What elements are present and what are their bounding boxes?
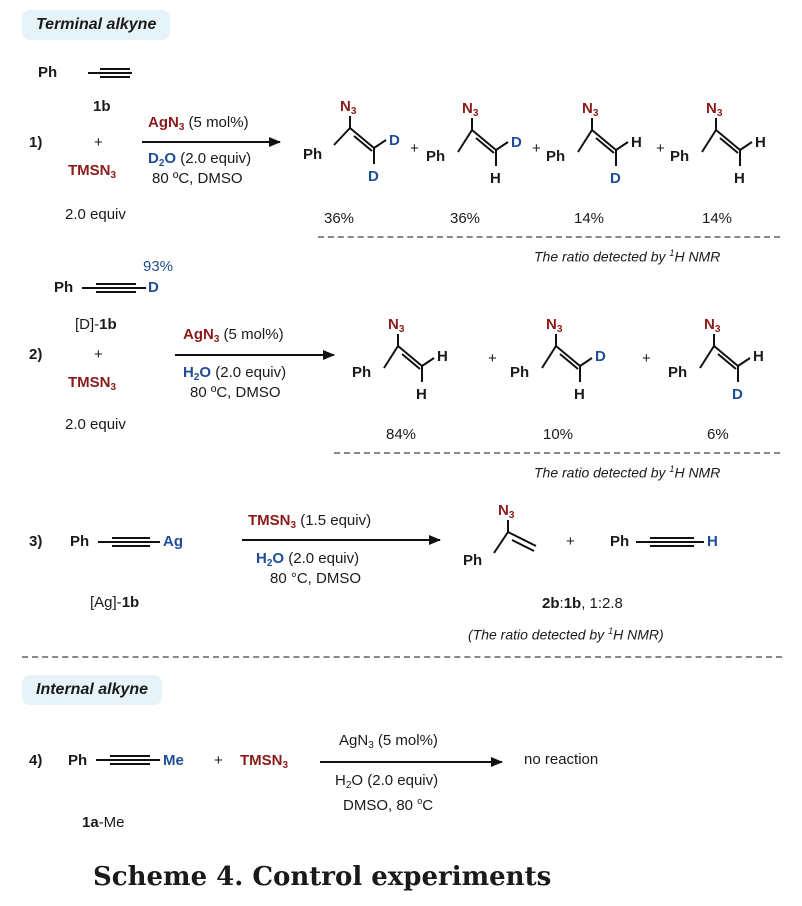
r1-sm-label: 1b	[93, 98, 111, 115]
r2-catalyst: AgN3 (5 mol%)	[183, 326, 284, 345]
scheme-caption: Scheme 4. Control experiments	[93, 862, 552, 892]
r2-equiv: 2.0 equiv	[65, 416, 126, 433]
r2-p1-ph: Ph	[352, 364, 372, 381]
r1-nmr-note: The ratio detected by 1H NMR	[534, 248, 721, 265]
r2-plus: +	[94, 346, 103, 363]
r3-p1-ph: Ph	[463, 552, 483, 569]
r3-number: 3)	[29, 533, 43, 550]
r2-sm-label: [D]-1b	[75, 316, 117, 333]
r4-solvent: H2O (2.0 equiv)	[335, 772, 439, 791]
r1-plus: +	[94, 134, 103, 151]
r1-p1-ph: Ph	[303, 146, 323, 163]
r2-p3-n3: N3	[704, 316, 721, 335]
r1-conditions: 80 ºC, DMSO	[152, 170, 243, 187]
r1-p1-d-top: D	[389, 132, 400, 149]
r1-p4-h-top: H	[755, 134, 766, 151]
r4-alkyne-ph: Ph	[68, 752, 88, 769]
r4-number: 4)	[29, 752, 43, 769]
r2-p1-h-bottom: H	[416, 386, 427, 403]
r2-nmr-note: The ratio detected by 1H NMR	[534, 464, 721, 481]
r4-catalyst: AgN3 (5 mol%)	[339, 732, 438, 751]
r1-number: 1)	[29, 134, 43, 151]
r2-p2-d: D	[595, 348, 606, 365]
r3-plus: +	[566, 533, 575, 550]
r1-p3-h: H	[631, 134, 642, 151]
r1-alkyne-ph: Ph	[38, 64, 58, 81]
r3-nmr-note: (The ratio detected by 1H NMR)	[468, 626, 664, 643]
terminal-alkyne-tag: Terminal alkyne	[22, 10, 171, 40]
r2-conditions: 80 ºC, DMSO	[190, 384, 281, 401]
r1-plus-3: +	[656, 140, 665, 157]
r2-p2-ph: Ph	[510, 364, 530, 381]
r1-p4-ph: Ph	[670, 148, 690, 165]
r3-alkyne-ag: Ag	[163, 533, 183, 550]
r3-conditions: 80 °C, DMSO	[270, 570, 362, 587]
r2-p1-h-top: H	[437, 348, 448, 365]
r3-ratio: 2b:1b, 1:2.8	[542, 595, 623, 612]
r1-equiv: 2.0 equiv	[65, 206, 126, 223]
r1-p2-d: D	[511, 134, 522, 151]
r4-conditions: DMSO, 80 oC	[343, 796, 434, 814]
r1-p2-h: H	[490, 170, 501, 187]
r4-sm-label: 1a-Me	[82, 814, 125, 831]
r1-percent-3: 14%	[574, 210, 605, 227]
r2-p3-h: H	[753, 348, 764, 365]
r1-divider	[318, 236, 780, 238]
r1-p1-d-bottom: D	[368, 168, 379, 185]
r3-solvent-h2o: H2O (2.0 equiv)	[256, 550, 360, 569]
r1-p4-n3: N3	[706, 100, 723, 119]
r3-p1-n3: N3	[498, 502, 515, 521]
r2-alkyne-ph: Ph	[54, 279, 74, 296]
internal-alkyne-tag: Internal alkyne	[22, 675, 163, 705]
r4-alkyne-me: Me	[163, 752, 184, 769]
r2-divider	[334, 452, 780, 454]
r2-plus-2: +	[642, 350, 651, 367]
r3-p2-ph: Ph	[610, 533, 630, 550]
r1-p3-ph: Ph	[546, 148, 566, 165]
r2-plus-1: +	[488, 350, 497, 367]
r2-d-percent: 93%	[143, 258, 174, 275]
r2-p3-d: D	[732, 386, 743, 403]
r1-reagent-tmsn3: TMSN3	[68, 162, 117, 181]
r1-percent-2: 36%	[450, 210, 481, 227]
r3-p2-h: H	[707, 533, 718, 550]
r2-number: 2)	[29, 346, 43, 363]
r2-alkyne-d: D	[148, 279, 159, 296]
r3-sm-label: [Ag]-1b	[90, 594, 140, 611]
r1-plus-1: +	[410, 140, 419, 157]
r1-p2-n3: N3	[462, 100, 479, 119]
r3-alkyne-ph: Ph	[70, 533, 90, 550]
r2-p3-ph: Ph	[668, 364, 688, 381]
r4-result: no reaction	[524, 751, 599, 768]
r2-percent-1: 84%	[386, 426, 417, 443]
r2-percent-3: 6%	[707, 426, 729, 443]
r4-reagent-tmsn3: TMSN3	[240, 752, 289, 771]
section-divider	[22, 656, 782, 658]
r1-solvent-d2o: D2O (2.0 equiv)	[148, 150, 252, 169]
r1-percent-1: 36%	[324, 210, 355, 227]
r4-plus: +	[214, 752, 223, 769]
r1-p1-n3: N3	[340, 98, 357, 117]
r2-reagent-tmsn3: TMSN3	[68, 374, 117, 393]
r2-solvent-h2o: H2O (2.0 equiv)	[183, 364, 287, 383]
r1-p3-d: D	[610, 170, 621, 187]
r1-p2-ph: Ph	[426, 148, 446, 165]
r2-percent-2: 10%	[543, 426, 574, 443]
r2-p1-n3: N3	[388, 316, 405, 335]
r3-reagent: TMSN3 (1.5 equiv)	[248, 512, 372, 531]
r1-percent-4: 14%	[702, 210, 733, 227]
r1-plus-2: +	[532, 140, 541, 157]
r2-p2-n3: N3	[546, 316, 563, 335]
r1-catalyst: AgN3 (5 mol%)	[148, 114, 249, 133]
r1-p4-h-bottom: H	[734, 170, 745, 187]
r2-p2-h: H	[574, 386, 585, 403]
r1-p3-n3: N3	[582, 100, 599, 119]
